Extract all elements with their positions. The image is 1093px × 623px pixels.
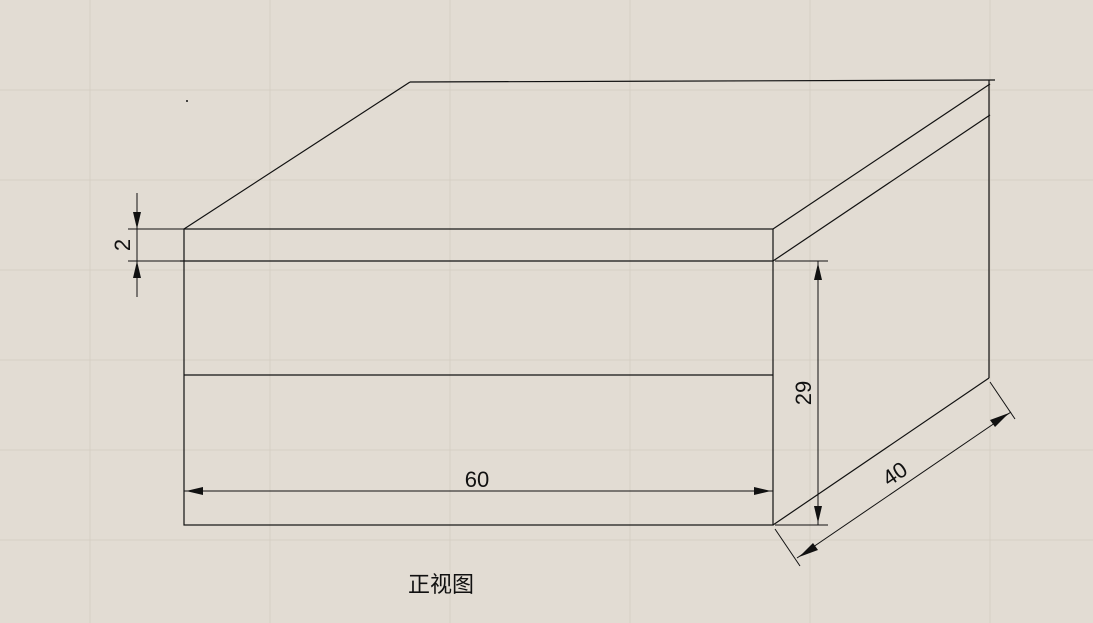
right-lid-edge <box>772 114 991 262</box>
front-face <box>183 228 774 526</box>
top-left-edge <box>183 81 411 230</box>
dim-label-width: 60 <box>465 467 489 492</box>
arrow-upper-right <box>990 413 1009 427</box>
dimension-depth: 40 <box>774 381 1016 567</box>
top-back-edge <box>409 79 996 83</box>
arrow-right <box>754 487 771 495</box>
stray-point <box>186 100 188 102</box>
top-right-edge <box>772 83 991 230</box>
arrow-lower-left <box>799 543 818 557</box>
right-bottom-edge <box>772 377 990 526</box>
arrow-up <box>814 263 822 280</box>
dim-label-lid-thickness: 2 <box>110 239 135 251</box>
arrow-up <box>133 261 141 278</box>
dimension-lid-thickness: 2 <box>110 193 184 297</box>
dimension-height: 29 <box>775 260 828 526</box>
dimension-width: 60 <box>184 467 773 495</box>
dim-label-depth: 40 <box>878 457 912 491</box>
dim-label-height: 29 <box>791 381 816 405</box>
view-caption: 正视图 <box>408 573 474 598</box>
box-outline <box>180 79 996 526</box>
arrow-down <box>133 212 141 229</box>
arrow-down <box>814 506 822 523</box>
arrow-left <box>186 487 203 495</box>
